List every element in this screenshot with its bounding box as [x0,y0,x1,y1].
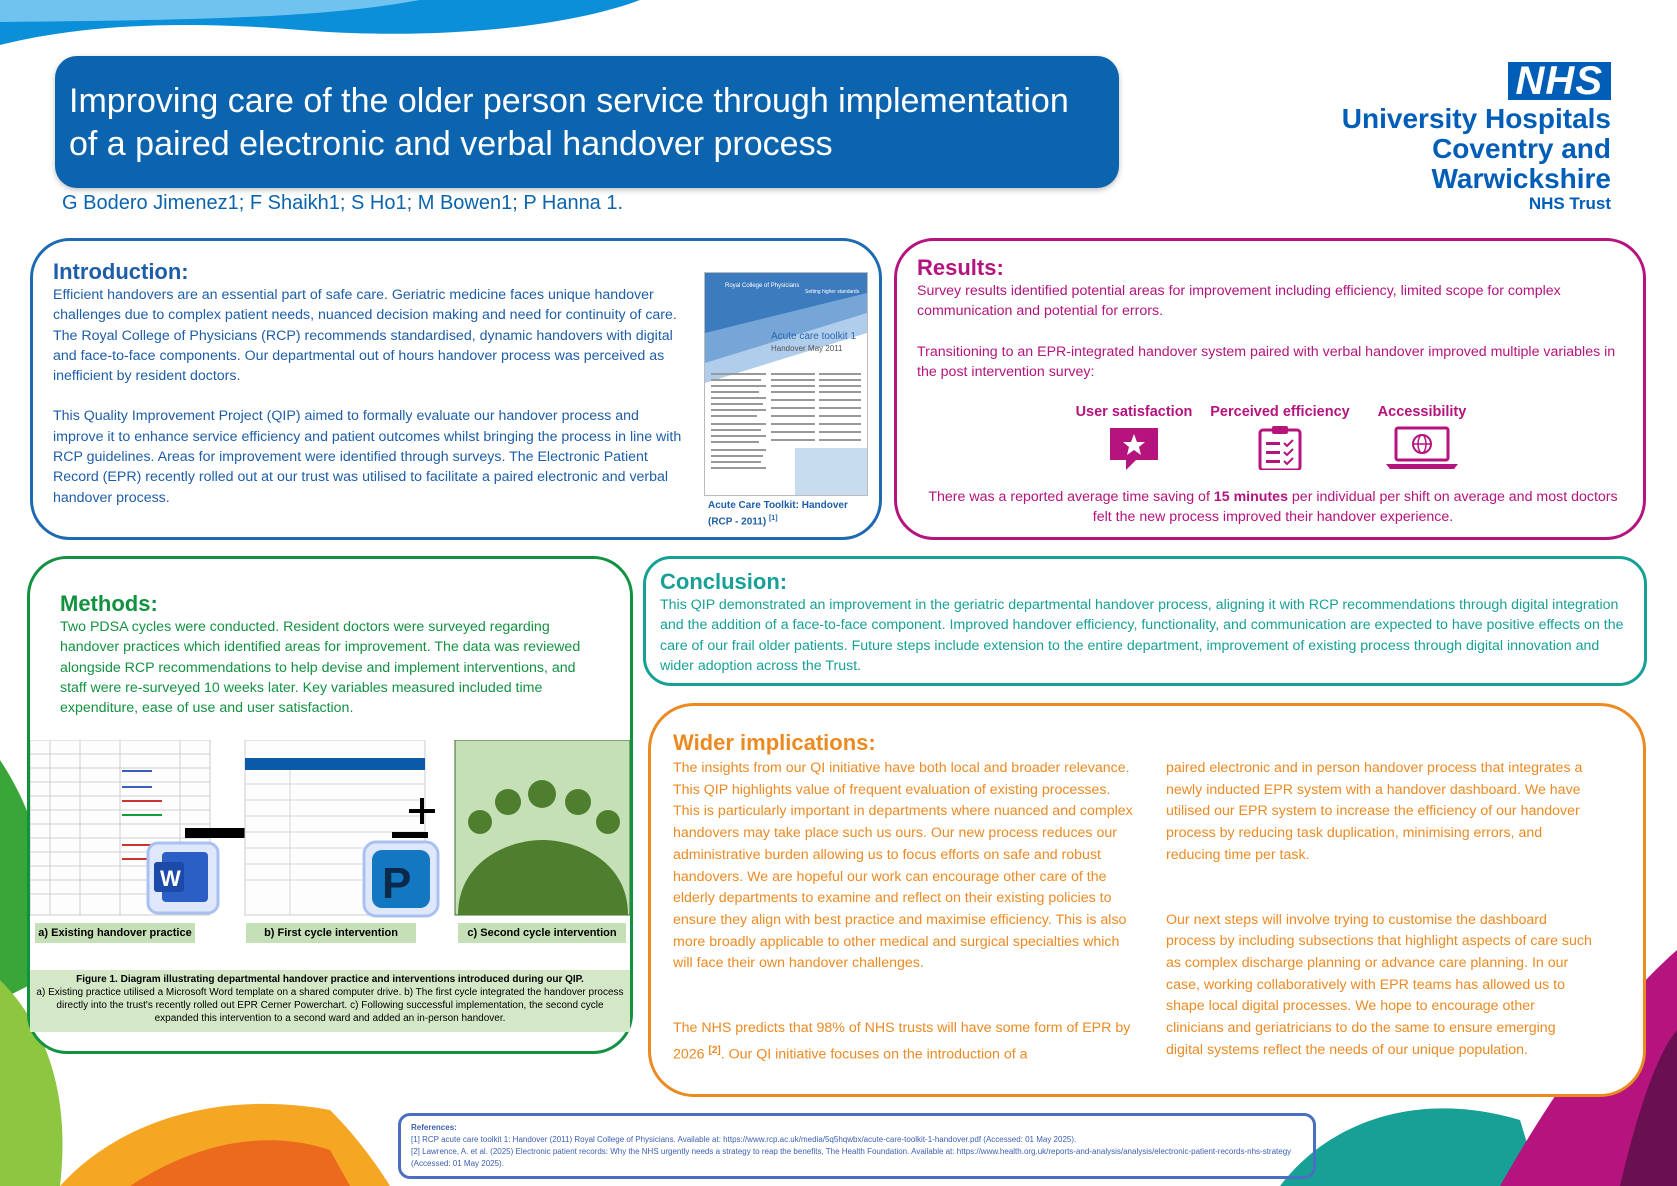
figure-label-b: b) First cycle intervention [246,923,416,943]
toolkit-caption-ref: [1] [768,515,778,522]
wider-paragraph-4: Our next steps will involve trying to cu… [1166,911,1592,1058]
nhs-lozenge: NHS [1507,61,1611,101]
figure-1-caption: Figure 1. Diagram illustrating departmen… [30,970,630,1032]
references-heading: References: [411,1123,457,1132]
references-box: References: [1] RCP acute care toolkit 1… [398,1113,1316,1179]
results-paragraph-1: Survey results identified potential area… [917,283,1561,320]
figure-caption-body: a) Existing practice utilised a Microsof… [36,987,624,1024]
wider-implications-panel: Wider implications: The insights from ou… [648,703,1646,1097]
perceived-efficiency-item: Perceived efficiency [1210,404,1350,474]
user-satisfaction-label: User satisfaction [1075,404,1193,420]
wider-paragraph-3: paired electronic and in person handover… [1166,760,1583,863]
wider-paragraph-2: The NHS predicts that 98% of NHS trusts … [673,1018,1135,1066]
toolkit-tagline: Setting higher standards [805,289,860,295]
logo-line-1: University Hospitals [1341,103,1611,134]
wider-paragraph-2-after: . Our QI initiative focuses on the intro… [720,1046,1028,1063]
reference-2: [2] Lawrence, A. et al. (2025) Electroni… [411,1147,1292,1168]
nhs-trust-logo: NHS University Hospitals Coventry and Wa… [1251,61,1611,213]
results-paragraph-3: There was a reported average time saving… [917,487,1629,528]
wider-paragraph-2-before: The NHS predicts that 98% of NHS trusts … [673,1020,1131,1063]
introduction-paragraph-1: Efficient handovers are an essential par… [53,287,677,385]
figure-label-a: a) Existing handover practice [35,923,195,943]
wider-paragraph-2-ref: [2] [708,1044,721,1056]
logo-line-3: NHS Trust [1528,194,1611,213]
title-line-1: Improving care of the older person servi… [69,82,1069,120]
results-time-saving-after: per individual per shift on average and … [1092,489,1618,526]
methods-heading: Methods: [60,591,158,616]
poster-title: Improving care of the older person servi… [55,56,1119,188]
toolkit-publisher: Royal College of Physicians [725,283,799,289]
results-panel: Results: Survey results identified poten… [894,238,1646,540]
methods-paragraph: Two PDSA cycles were conducted. Resident… [60,619,581,717]
toolkit-title: Acute care toolkit 1 [771,331,856,342]
title-line-2: of a paired electronic and verbal handov… [69,125,833,163]
toolkit-caption-line-1: Acute Care Toolkit: Handover [708,500,848,511]
figure-1-artwork: W P [30,740,630,918]
results-time-saving-before: There was a reported average time saving… [928,489,1214,505]
acute-care-toolkit-cover: Royal College of Physicians Setting high… [704,272,868,496]
star-speech-bubble-icon [1110,428,1158,470]
logo-line-2: Coventry and Warwickshire [1431,133,1611,194]
perceived-efficiency-label: Perceived efficiency [1210,404,1350,420]
user-satisfaction-item: User satisfaction [1074,404,1194,474]
word-icon-letter: W [160,866,181,891]
results-paragraph-2: Transitioning to an EPR-integrated hando… [917,343,1616,380]
wider-implications-heading: Wider implications: [673,730,876,755]
wider-column-1: The insights from our QI initiative have… [673,758,1135,1066]
introduction-paragraph-2: This Quality Improvement Project (QIP) a… [53,408,682,506]
results-time-saving-bold: 15 minutes [1213,489,1288,505]
authors: G Bodero Jimenez1; F Shaikh1; S Ho1; M B… [62,192,624,214]
figure-label-c: c) Second cycle intervention [458,923,626,943]
wider-paragraph-1: The insights from our QI initiative have… [673,760,1133,972]
toolkit-subtitle: Handover May 2011 [771,344,843,353]
toolkit-caption-line-2: (RCP - 2011) [708,516,767,528]
wider-column-2: paired electronic and in person handover… [1166,758,1596,1061]
reference-1: [1] RCP acute care toolkit 1: Handover (… [411,1135,1077,1144]
toolkit-cover-art: Royal College of Physicians Setting high… [705,273,867,495]
laptop-globe-icon [1386,426,1458,469]
results-icons-row: User satisfaction Perceived efficiency A… [1074,404,1466,476]
accessibility-label: Accessibility [1377,404,1467,420]
conclusion-paragraph: This QIP demonstrated an improvement in … [660,597,1624,674]
results-heading: Results: [917,255,1004,280]
toolkit-caption: Acute Care Toolkit: Handover (RCP - 2011… [708,499,868,528]
introduction-heading: Introduction: [53,259,189,284]
conclusion-panel: Conclusion: This QIP demonstrated an imp… [643,556,1647,686]
conclusion-heading: Conclusion: [660,569,788,594]
powerchart-icon-letter: P [382,859,411,908]
accessibility-item: Accessibility [1372,404,1472,474]
figure-caption-title: Figure 1. Diagram illustrating departmen… [76,974,584,985]
clipboard-checklist-icon [1258,426,1302,472]
figure-1-diagram: W P a) Existing handover practice b) Fir… [30,740,630,945]
